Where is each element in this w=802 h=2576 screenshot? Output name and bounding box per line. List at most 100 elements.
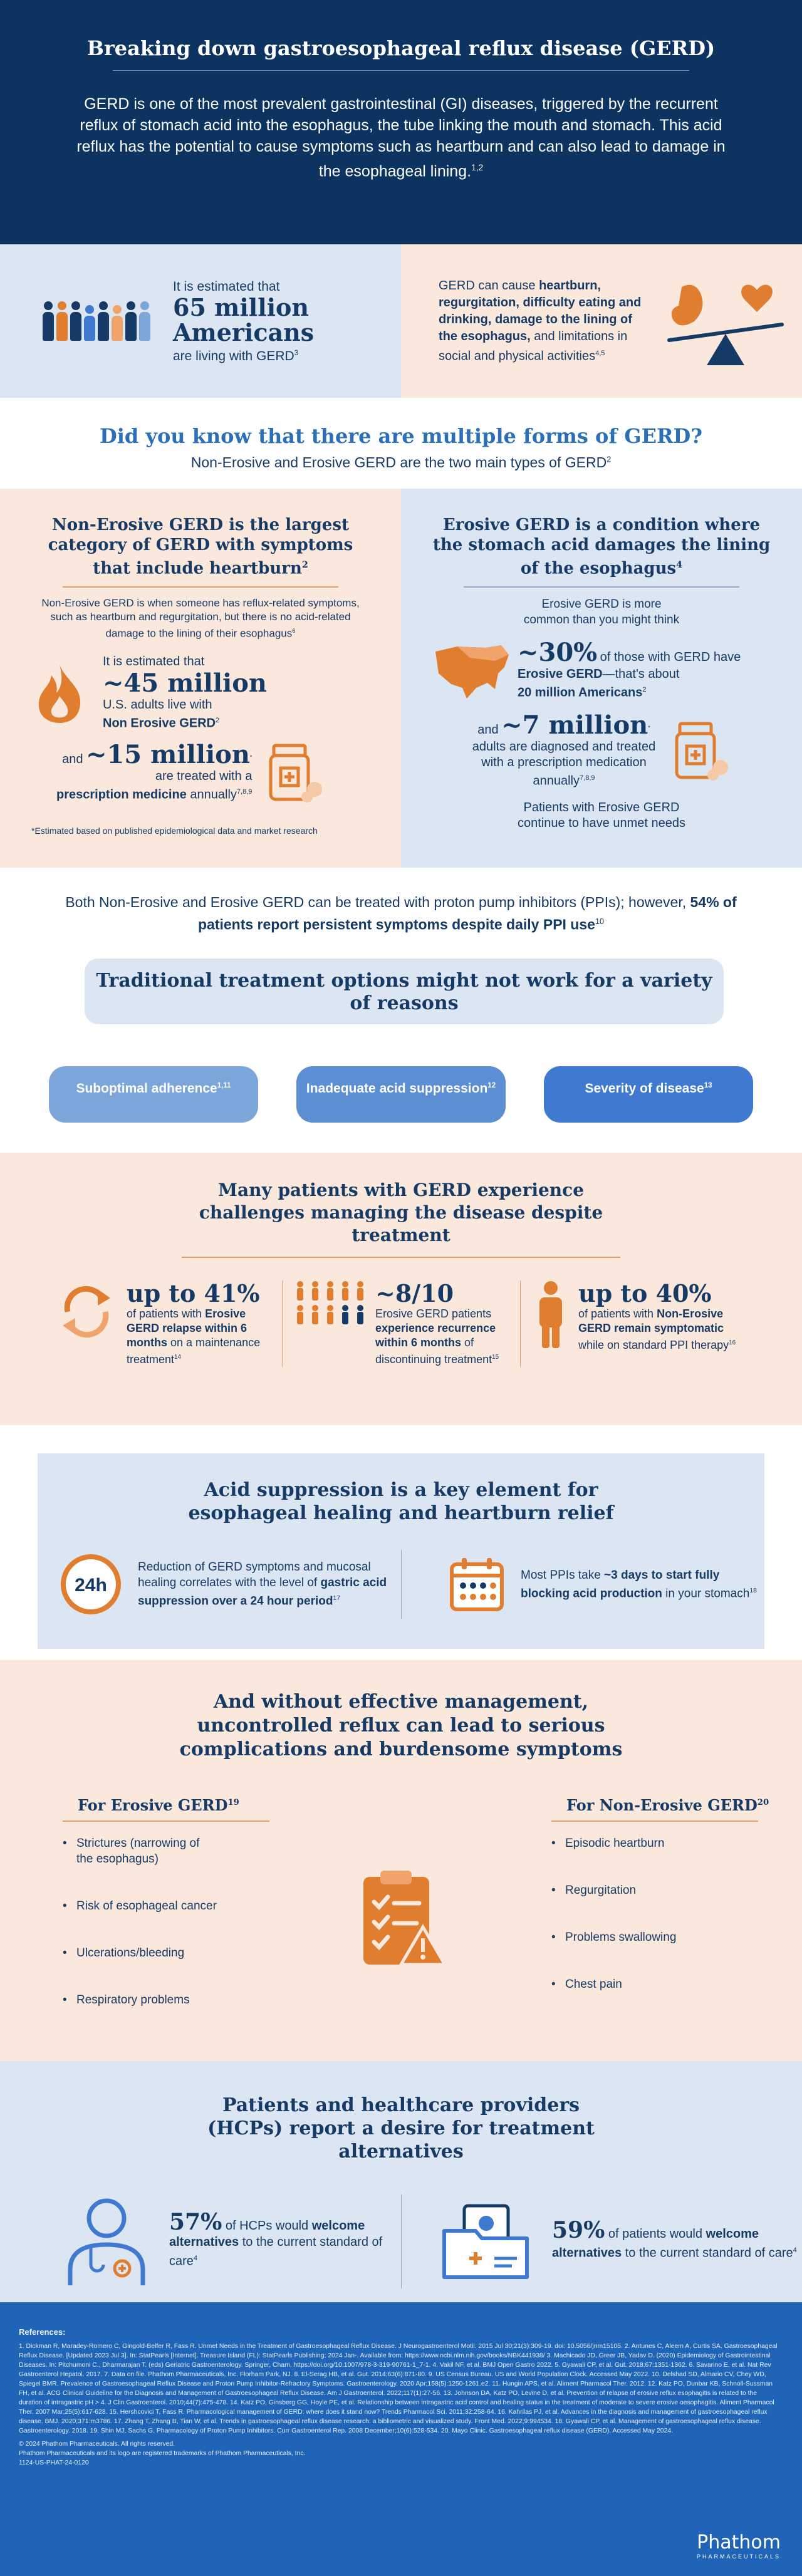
challenge-ref: 14: [174, 1354, 182, 1361]
erosive-stat1-mid: —that's about: [602, 667, 680, 682]
challenge-number: ~8/10: [375, 1279, 454, 1307]
challenge-relapse: up to 41% of patients with Erosive GERD …: [44, 1280, 282, 1367]
acid-item-3days: Most PPIs take ~3 days to start fully bl…: [401, 1550, 764, 1619]
non-erosive-stat1-number: ~45 million: [103, 668, 267, 699]
ppi-text: Both Non-Erosive and Erosive GERD can be…: [63, 893, 739, 935]
erosive-stat1: ~30% of those with GERD have Erosive GER…: [432, 639, 771, 702]
challenges-title: Many patients with GERD experience chall…: [199, 1180, 603, 1245]
clock-24h-icon: 24h: [61, 1554, 121, 1614]
erosive-complications-title: For Erosive GERD: [78, 1796, 228, 1814]
patient-pre: of patients would: [605, 2226, 706, 2241]
medicine-bottle-icon: [269, 744, 323, 802]
list-item: Risk of esophageal cancer: [63, 1898, 219, 1914]
stats-section: It is estimated that 65 million American…: [0, 244, 802, 398]
complications-section: And without effective management, uncont…: [0, 1660, 802, 2061]
pill-suboptimal-adherence: Suboptimal adherence1,11: [49, 1066, 258, 1123]
challenge-post: on a maintenance treatment: [127, 1336, 261, 1366]
non-erosive-stat1-post: U.S. adults live with: [103, 698, 212, 712]
erosive-stat1-pre: of those with GERD have: [600, 650, 741, 665]
erosive-desc: Erosive GERD is more common than you mig…: [523, 597, 680, 626]
phathom-logo: Phathom PHARMACEUTICALS: [697, 2532, 781, 2560]
acid-item2-ref: 18: [749, 1587, 757, 1594]
non-erosive-stat1-ref: 2: [216, 717, 220, 725]
traditional-title: Traditional treatment options might not …: [85, 958, 724, 1024]
list-item: Respiratory problems: [63, 1992, 219, 2008]
non-erosive-column: Non-Erosive GERD is the largest category…: [0, 489, 401, 868]
cause-post: and limitations in social and physical a…: [439, 329, 628, 363]
non-erosive-complications-ref: 20: [757, 1798, 769, 1807]
list-item: Episodic heartburn: [551, 1836, 708, 1851]
erosive-title-text: Erosive GERD is a condition where the st…: [432, 516, 771, 578]
challenge-bold: experience recurrence within 6 months: [375, 1322, 496, 1349]
flame-icon: [38, 665, 81, 724]
erosive-stat2-post: adults are diagnosed and treated with a …: [472, 739, 656, 788]
erosive-title-ref: 4: [676, 560, 683, 570]
non-erosive-stat2-tail: annually: [186, 787, 237, 802]
forms-intro-section: Did you know that there are multiple for…: [0, 398, 802, 489]
non-erosive-desc: Non-Erosive GERD is when someone has ref…: [31, 596, 370, 641]
cause-ref: 4,5: [595, 349, 605, 357]
erosive-complications: For Erosive GERD19 Strictures (narrowing…: [0, 1796, 269, 2039]
hcp-stat: 57% of HCPs would welcome alternatives t…: [0, 2194, 401, 2288]
references-title: References:: [19, 2327, 66, 2337]
ppi-text-pre: Both Non-Erosive and Erosive GERD can be…: [65, 894, 690, 910]
people-icon: [43, 301, 150, 341]
non-erosive-stat2-and: and: [62, 752, 83, 766]
erosive-unmet: Patients with Erosive GERD continue to h…: [518, 801, 685, 831]
patient-post: to the current standard of care: [622, 2246, 793, 2260]
list-item: Strictures (narrowing of the esophagus): [63, 1836, 219, 1867]
ppi-ref: 10: [595, 917, 605, 926]
erosive-stat2-and: and: [477, 722, 499, 737]
hcp-bold: welcome alternatives: [169, 2218, 365, 2249]
divider: [63, 586, 338, 588]
logo-sub: PHARMACEUTICALS: [696, 2553, 781, 2560]
page-title: Breaking down gastroesophageal reflux di…: [86, 36, 716, 60]
hcp-pre: of HCPs would: [222, 2218, 312, 2233]
non-erosive-desc-ref: 6: [292, 627, 296, 634]
erosive-stat1-ref: 2: [642, 686, 647, 694]
erosive-title: Erosive GERD is a condition where the st…: [432, 515, 771, 579]
logo-name: Phathom: [697, 2532, 781, 2553]
estimate-post: are living with GERD: [173, 348, 294, 363]
acid-item1-ref: 17: [333, 1595, 341, 1602]
cause-bold: heartburn, regurgitation, difficulty eat…: [439, 278, 642, 343]
challenge-number: up to 40%: [578, 1279, 712, 1307]
erosive-stat2: and ~7 million* adults are diagnosed and…: [432, 711, 771, 789]
ppi-section: Both Non-Erosive and Erosive GERD can be…: [0, 868, 802, 958]
challenge-bold: Erosive GERD relapse within 6 months: [127, 1307, 247, 1349]
calendar-icon: [450, 1558, 504, 1611]
us-map-icon: [435, 645, 509, 699]
estimate-ref: 3: [294, 349, 299, 357]
erosive-column: Erosive GERD is a condition where the st…: [401, 489, 802, 868]
acid-item-24h: 24h Reduction of GERD symptoms and mucos…: [38, 1550, 401, 1619]
erosive-stat1-bold: Erosive GERD: [518, 667, 603, 682]
pill-inadequate-acid-suppression: Inadequate acid suppression12: [296, 1066, 506, 1123]
references-section: References: 1. Dickman R, Maradey-Romero…: [0, 2302, 802, 2576]
trademark: Phathom Pharmaceuticals and its logo are…: [19, 2450, 306, 2457]
erosive-stat2-star: *: [648, 724, 650, 731]
non-erosive-title-ref: 2: [301, 560, 308, 570]
intro-text: GERD is one of the most prevalent gastro…: [76, 95, 726, 180]
non-erosive-stat1: It is estimated that ~45 million U.S. ad…: [31, 654, 370, 732]
hcp-post: to the current standard of care: [169, 2235, 383, 2268]
pill-label: Severity of disease: [585, 1081, 704, 1096]
divider: [63, 1820, 269, 1822]
estimate-pre: It is estimated that: [173, 279, 280, 294]
forms-title: Did you know that there are multiple for…: [99, 424, 703, 448]
cause-pre: GERD can cause: [439, 278, 539, 293]
divider: [551, 1820, 758, 1822]
divider: [464, 586, 739, 588]
acid-item1-bold: gastric acid suppression over a 24 hour …: [138, 1576, 387, 1608]
population-stat: It is estimated that 65 million American…: [0, 244, 401, 398]
patient-stat: 59% of patients would welcome alternativ…: [401, 2194, 802, 2288]
divider: [113, 70, 689, 71]
pill-severity-of-disease: Severity of disease13: [544, 1066, 753, 1123]
document-code: 1124-US-PHAT-24-0120: [19, 2459, 89, 2466]
acid-suppression-section: Acid suppression is a key element for es…: [0, 1425, 802, 1660]
challenge-ref: 15: [492, 1354, 499, 1361]
ppi-text-bold: 54% of patients report persistent sympto…: [197, 894, 737, 933]
list-item: Problems swallowing: [551, 1929, 708, 1945]
challenge-bold: Non-Erosive GERD remain symptomatic: [578, 1307, 724, 1334]
hero-section: Breaking down gastroesophageal reflux di…: [0, 0, 802, 244]
list-item: Chest pain: [551, 1976, 708, 1992]
